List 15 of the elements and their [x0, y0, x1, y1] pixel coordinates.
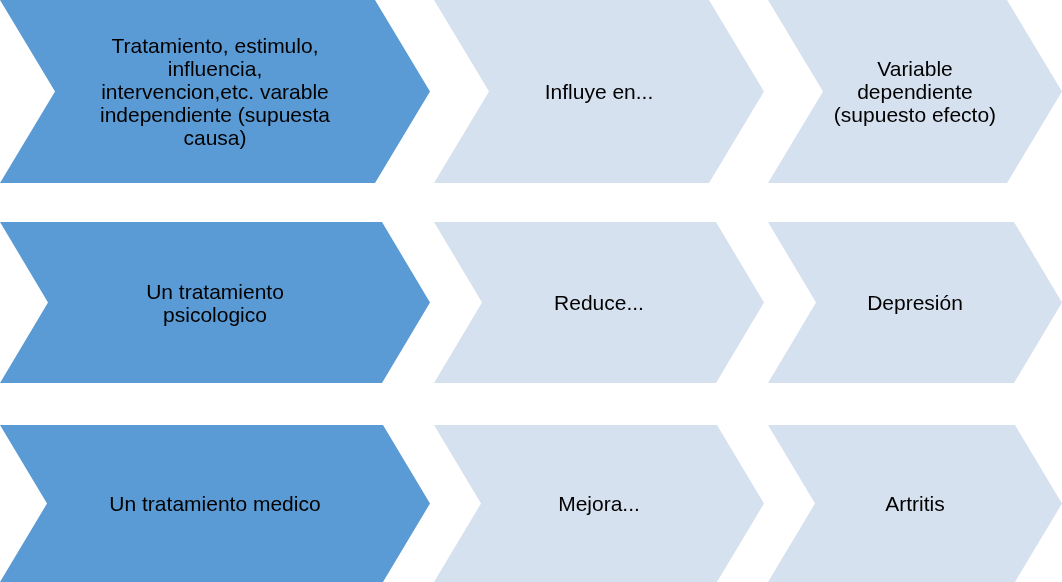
cause-step [0, 0, 430, 183]
chevron-label: Variable dependiente (supuesto efecto) [832, 57, 998, 126]
effect-step [768, 0, 1062, 183]
chevron-label: Reduce... [554, 291, 644, 314]
effect-step [768, 425, 1062, 582]
effect-step [768, 222, 1062, 383]
chevron-label: Mejora... [558, 492, 640, 515]
chevron-label: Tratamiento, estimulo, influencia, intervencion,etc. varable independiente (supuesta causa) [99, 34, 331, 149]
cause-step [0, 222, 430, 383]
chevron-label: Influye en... [544, 80, 654, 103]
cause-step [0, 425, 430, 582]
chevron-label: Un tratamiento psicologico [145, 279, 285, 326]
chevron-label: Un tratamiento medico [109, 492, 321, 515]
chevron-label: Depresión [867, 291, 963, 314]
chevron-label: Artritis [885, 492, 945, 515]
